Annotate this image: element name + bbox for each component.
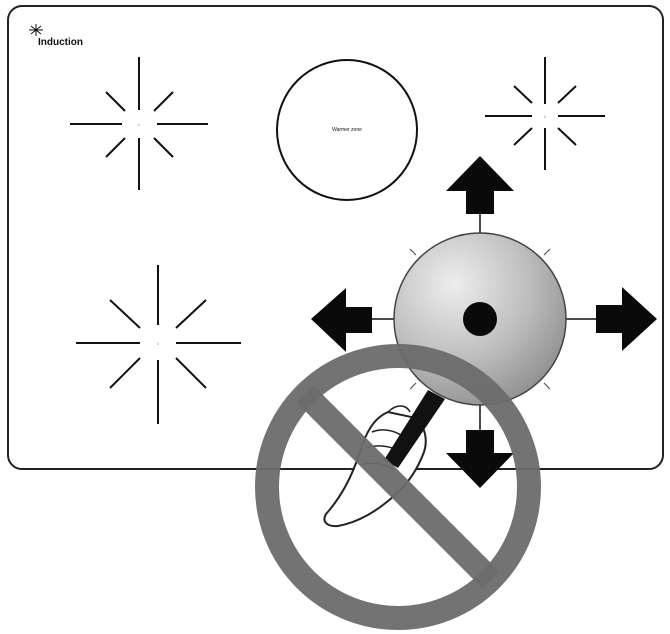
cooking-zone-top-left: i [70, 57, 208, 190]
zone-indicator: i [158, 341, 159, 346]
arrow-left-icon [311, 288, 372, 352]
arrow-up-icon [446, 156, 514, 214]
induction-logo: Induction [29, 24, 83, 48]
no-symbol-icon [255, 344, 541, 630]
cooking-zone-top-right: i [485, 57, 605, 170]
warmer-zone-label: Warmer zone [332, 127, 362, 133]
arrow-down-icon [446, 430, 514, 488]
zone-indicator: i [139, 122, 140, 127]
knob-tick-marks [409, 248, 551, 390]
spark-icon [29, 24, 43, 36]
warmer-zone: Warmer zone [276, 59, 418, 201]
cooking-zone-bottom-left: i [76, 265, 241, 424]
knob-center-dot [463, 302, 497, 336]
brand-label: Induction [38, 37, 83, 48]
arrow-right-icon [596, 287, 657, 351]
zone-indicator: i [545, 114, 546, 119]
